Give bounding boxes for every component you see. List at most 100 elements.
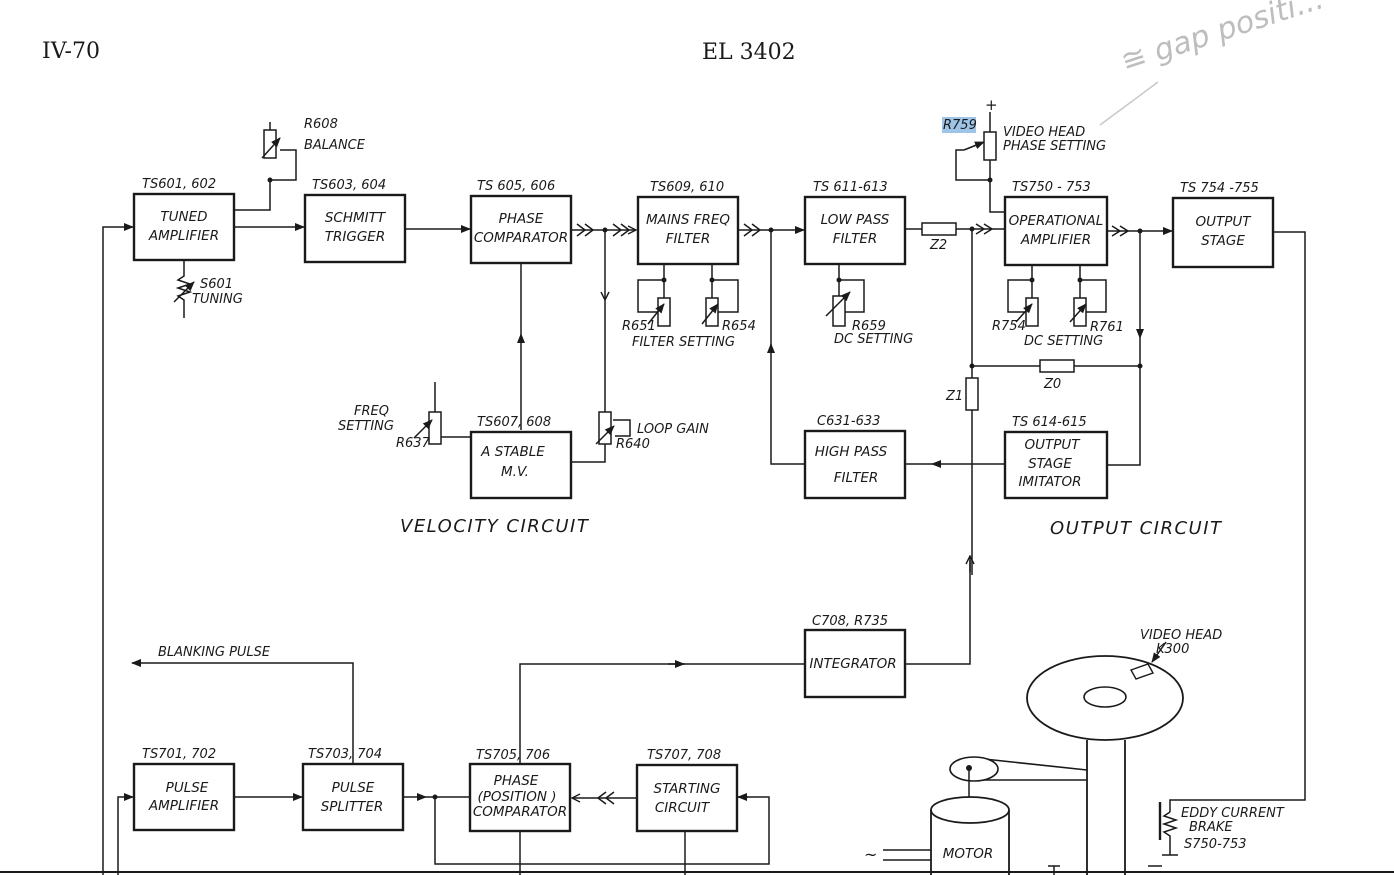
ref-label: DC SETTING — [1024, 334, 1103, 349]
ref-label: R640 — [616, 437, 650, 452]
block-operational-amplifier: TS750 - 753 OPERATIONAL AMPLIFIER — [1003, 180, 1109, 267]
pot-r608: R608 BALANCE — [234, 117, 366, 211]
wire-poscomp-to-integrator — [519, 663, 685, 765]
block-ref: TS703, 704 — [308, 747, 382, 762]
section-title-output: OUTPUT CIRCUIT — [1050, 518, 1223, 539]
document-title: EL 3402 — [702, 40, 796, 65]
block-ref: TS609, 610 — [650, 180, 724, 195]
wire-chevrons — [743, 223, 762, 237]
ref-label: PHASE SETTING — [1003, 139, 1106, 154]
ref-label: R754 — [992, 319, 1026, 334]
ref-label: R761 — [1090, 320, 1124, 335]
block-line: PULSE — [166, 780, 209, 796]
wire — [117, 793, 134, 875]
ref-label: VIDEO HEAD — [1003, 125, 1085, 140]
block-ref: TS707, 708 — [647, 748, 721, 763]
wire-integrator-up — [905, 560, 971, 665]
ref-label: BLANKING PULSE — [158, 645, 271, 660]
block-line: LOW PASS — [821, 212, 890, 228]
wire-output-to-brake — [1169, 231, 1306, 812]
block-line: OUTPUT — [1024, 437, 1081, 453]
handwritten-pointer — [1099, 81, 1159, 126]
ref-label: SETTING — [338, 419, 394, 434]
block-line: COMPARATOR — [473, 804, 567, 820]
plus-supply: + — [985, 96, 998, 114]
block-line: PHASE — [499, 211, 544, 227]
wire-chevrons — [596, 791, 615, 805]
block-starting-circuit: TS707, 708 STARTING CIRCUIT — [635, 748, 739, 833]
block-line: AMPLIFIER — [148, 798, 219, 814]
handwritten-note: ≅ gap positi... — [1117, 0, 1328, 80]
block-line: STARTING — [654, 781, 721, 797]
ref-label: Z2 — [929, 238, 947, 253]
pot-r640: LOOP GAIN R640 — [571, 300, 709, 463]
block-line: A STABLE — [480, 444, 545, 460]
block-ref: TS607, 608 — [477, 415, 551, 430]
block-line: TUNED — [160, 209, 207, 225]
video-head — [1129, 663, 1155, 680]
block-line: IMITATOR — [1018, 474, 1081, 490]
ref-label: R654 — [722, 319, 756, 334]
ref-label: Z1 — [945, 389, 963, 404]
ref-label: BRAKE — [1189, 820, 1233, 835]
block-ref: TS750 - 753 — [1012, 180, 1091, 195]
ref-label: R759 — [943, 118, 977, 133]
block-line: FILTER — [833, 231, 878, 247]
block-output-stage-imitator: TS 614-615 OUTPUT STAGE IMITATOR — [1003, 415, 1109, 500]
block-mains-freq-filter: TS609, 610 MAINS FREQ FILTER — [636, 180, 740, 266]
page-number: IV-70 — [42, 39, 100, 64]
block-line: INTEGRATOR — [809, 656, 896, 672]
eddy-current-brake: EDDY CURRENT BRAKE S750-753 — [1158, 802, 1285, 856]
block-schmitt-trigger: TS603, 604 SCHMITT TRIGGER — [303, 178, 407, 264]
block-astable-mv: TS607, 608 A STABLE M.V. — [469, 415, 573, 500]
pot-r759: R759 + VIDEO HEAD PHASE SETTING — [942, 96, 1106, 213]
section-title-velocity: VELOCITY CIRCUIT — [400, 516, 590, 537]
ref-label: S750-753 — [1184, 837, 1247, 852]
block-output-stage: TS 754 -755 OUTPUT STAGE — [1171, 181, 1275, 269]
tuning-s601: S601 TUNING — [173, 260, 243, 318]
block-ref: TS 605, 606 — [477, 179, 555, 194]
wire-loop-to-tuned-amp — [102, 223, 134, 875]
wire-chevrons — [975, 223, 994, 235]
block-line: FILTER — [666, 231, 711, 247]
block-line: OUTPUT — [1195, 214, 1252, 230]
block-line: M.V. — [501, 464, 529, 480]
block-line: HIGH PASS — [815, 444, 888, 460]
block-line: STAGE — [1028, 456, 1072, 472]
wire-highpass-to-loop — [770, 344, 805, 465]
block-line: PHASE — [494, 773, 539, 789]
block-ref: TS705, 706 — [476, 748, 550, 763]
wire-chevrons — [576, 223, 631, 237]
ref-label: DC SETTING — [834, 332, 913, 347]
block-line: OPERATIONAL — [1009, 213, 1104, 229]
ref-label: FILTER SETTING — [632, 335, 735, 350]
block-tuned-amplifier: TS601, 602 TUNED AMPLIFIER — [132, 177, 236, 262]
ref-label: LOOP GAIN — [637, 422, 709, 437]
block-line: AMPLIFIER — [1020, 232, 1091, 248]
block-ref: C631-633 — [817, 414, 880, 429]
ref-label: K300 — [1156, 642, 1189, 657]
block-line: SCHMITT — [325, 210, 387, 226]
wire-bottom-loop — [434, 796, 770, 865]
pot-r659: R659 DC SETTING — [825, 264, 913, 347]
pots-filter-setting: R651 R654 FILTER SETTING — [622, 264, 756, 350]
block-line: SPLITTER — [321, 799, 384, 815]
ref-label: S601 — [200, 277, 233, 292]
ref-label: Z0 — [1043, 377, 1061, 392]
network-z0-z1: Z1 Z0 — [945, 229, 1143, 575]
block-line: STAGE — [1201, 233, 1245, 249]
ref-label: FREQ — [354, 404, 389, 419]
block-ref: TS 614-615 — [1012, 415, 1087, 430]
wire-blanking — [131, 659, 354, 763]
ref-label: BALANCE — [304, 138, 366, 153]
block-line: MAINS FREQ — [646, 212, 730, 228]
ref-label: R659 — [852, 319, 886, 334]
ref-label: R608 — [304, 117, 338, 132]
block-position-comparator: TS705, 706 PHASE (POSITION ) COMPARATOR — [468, 748, 572, 833]
ref-label: R637 — [396, 436, 431, 451]
block-line: TRIGGER — [325, 229, 385, 245]
block-pulse-splitter: TS703, 704 PULSE SPLITTER — [301, 747, 405, 832]
block-line: PULSE — [332, 780, 375, 796]
block-line: (POSITION ) — [477, 789, 556, 805]
